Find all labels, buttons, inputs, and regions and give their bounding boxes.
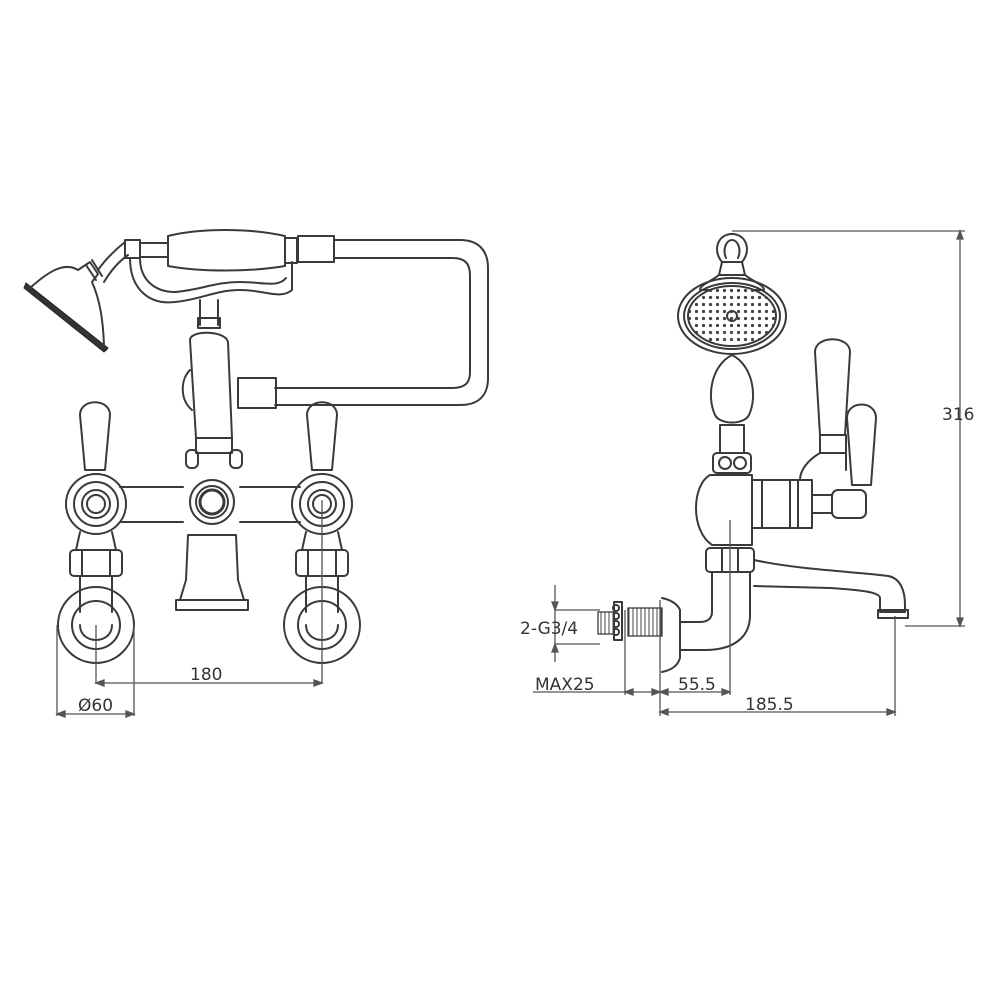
dimension-316: 316 <box>942 405 974 425</box>
elbow <box>679 571 751 651</box>
side-dimensions <box>533 229 965 716</box>
hose-arm <box>237 235 489 409</box>
central-valve <box>175 299 249 611</box>
handset <box>124 229 298 304</box>
hand-shower-head-icon <box>23 241 129 353</box>
left-lever-handle-icon <box>57 401 135 664</box>
front-dimensions <box>55 500 324 718</box>
neck <box>719 424 745 454</box>
spout <box>753 559 906 613</box>
side-view: 2-G3/4 MAX25 55.5 185.5 316 <box>520 229 974 716</box>
dimension-thread: 2-G3/4 <box>520 619 578 639</box>
dimension-diameter-60: Ø60 <box>78 696 113 716</box>
bridge-body <box>119 486 301 523</box>
dimension-max25: MAX25 <box>535 675 595 695</box>
shower-head-front-icon <box>677 233 787 355</box>
upper-nut <box>712 452 752 474</box>
front-view: 180 Ø60 <box>23 229 489 718</box>
handset-side <box>709 354 755 424</box>
dimension-185-5: 185.5 <box>745 695 794 715</box>
dimension-55-5: 55.5 <box>678 675 716 695</box>
side-lever-upper-icon <box>799 338 851 481</box>
side-lever-lower-icon <box>846 403 877 486</box>
dimension-180: 180 <box>190 665 222 685</box>
valve-body <box>695 474 753 546</box>
wall-flange <box>661 597 681 673</box>
